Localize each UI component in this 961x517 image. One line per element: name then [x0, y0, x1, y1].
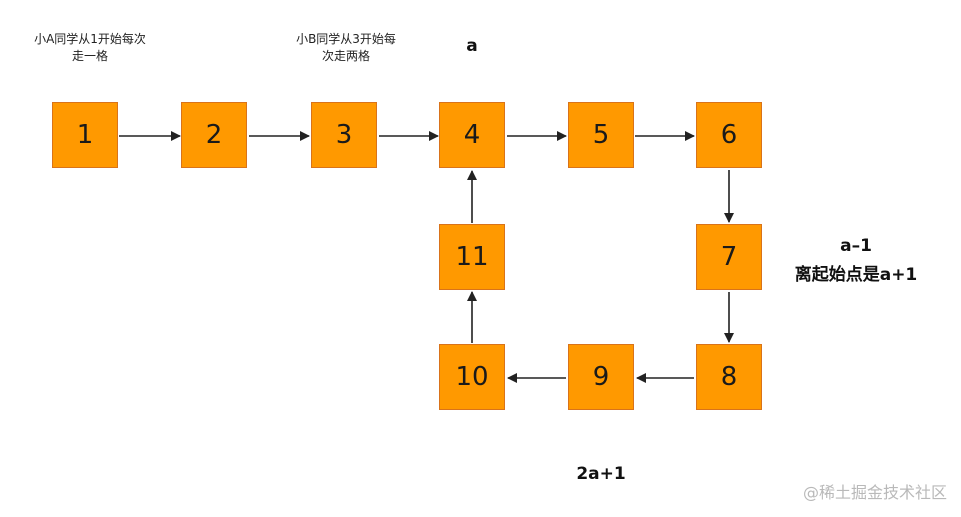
label-distance-from-start: 离起始点是a+1: [794, 265, 918, 285]
note-student-b-line2: 次走两格: [321, 49, 370, 63]
node-10: 10: [439, 344, 505, 410]
label-2a-plus-1: 2a+1: [576, 464, 626, 484]
node-4: 4: [439, 102, 505, 168]
node-3: 3: [311, 102, 377, 168]
note-student-b: 小B同学从3开始每 次走两格: [276, 31, 416, 65]
note-student-a-line1: 小A同学从1开始每次: [34, 32, 146, 46]
watermark: @稀土掘金技术社区: [802, 483, 947, 502]
node-8: 8: [696, 344, 762, 410]
node-9: 9: [568, 344, 634, 410]
node-2: 2: [181, 102, 247, 168]
node-1: 1: [52, 102, 118, 168]
note-student-a-line2: 走一格: [71, 49, 108, 63]
node-7: 7: [696, 224, 762, 290]
note-student-b-line1: 小B同学从3开始每: [296, 32, 396, 46]
label-a: a: [466, 36, 478, 56]
node-11: 11: [439, 224, 505, 290]
note-student-a: 小A同学从1开始每次 走一格: [20, 31, 160, 65]
node-6: 6: [696, 102, 762, 168]
label-a-minus-1: a–1: [840, 236, 872, 256]
node-5: 5: [568, 102, 634, 168]
